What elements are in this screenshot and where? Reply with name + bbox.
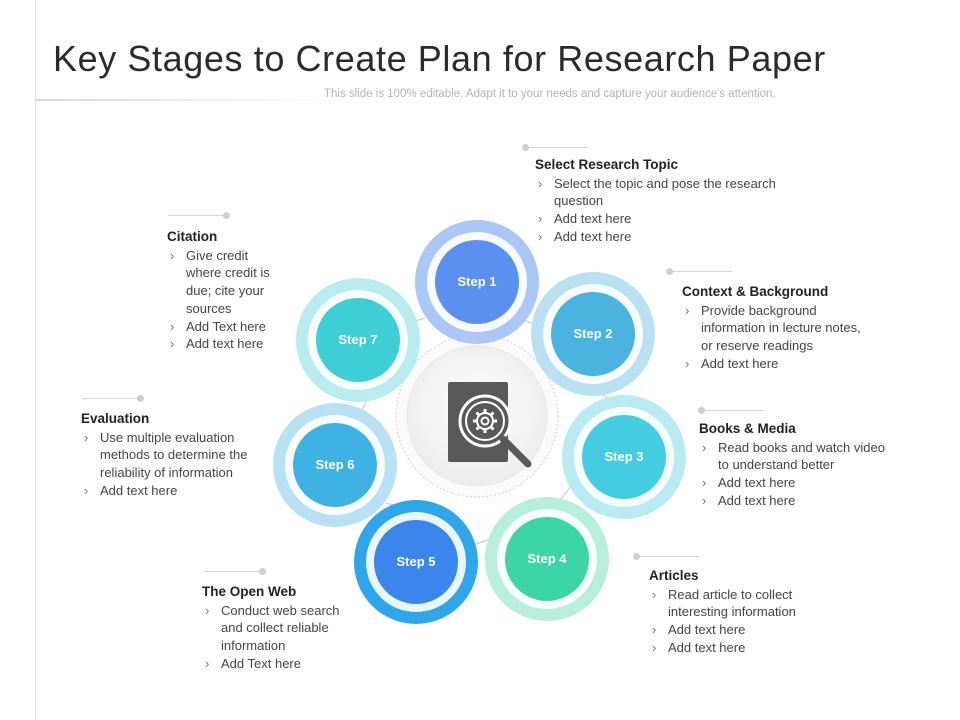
step-circle-4: [485, 497, 609, 621]
step-7-bullet: Add text here: [167, 335, 282, 353]
step-4-label: Step 4: [527, 551, 567, 566]
step-6-bullet: Use multiple evaluation methods to deter…: [81, 429, 251, 482]
connector-step-1: [522, 144, 588, 151]
step-4-bullet: Read article to collect interesting info…: [649, 586, 829, 621]
step-circle-1: [415, 220, 539, 344]
step-1-label: Step 1: [457, 274, 497, 289]
connector-step-4: [633, 553, 699, 560]
step-3-bullet: Add text here: [699, 492, 899, 510]
step-1-bullet: Add text here: [535, 228, 795, 246]
step-3-text: Books & Media Read books and watch video…: [699, 420, 899, 510]
step-5-text: The Open Web Conduct web search and coll…: [202, 583, 352, 673]
step-6-label: Step 6: [315, 457, 355, 472]
step-2-heading: Context & Background: [682, 284, 829, 299]
step-4-heading: Articles: [649, 568, 699, 583]
step-3-bullet: Add text here: [699, 474, 899, 492]
step-circle-7: [296, 278, 420, 402]
step-4-bullet: Add text here: [649, 639, 829, 657]
step-5-heading: The Open Web: [202, 584, 297, 599]
step-7-label: Step 7: [338, 332, 378, 347]
step-circle-2: [531, 272, 655, 396]
step-1-heading: Select Research Topic: [535, 157, 679, 172]
step-1-text: Select Research Topic Select the topic a…: [535, 156, 795, 246]
connector-step-6: [82, 395, 144, 402]
step-7-text: Citation Give credit where credit is due…: [167, 228, 282, 353]
connector-step-7: [168, 212, 230, 219]
step-3-heading: Books & Media: [699, 421, 796, 436]
step-6-heading: Evaluation: [81, 411, 150, 426]
step-4-bullet: Add text here: [649, 621, 829, 639]
step-circle-5: [354, 500, 478, 624]
step-2-label: Step 2: [573, 326, 613, 341]
step-circle-3: [562, 395, 686, 519]
connector-step-3: [698, 407, 764, 414]
step-5-bullet: Conduct web search and collect reliable …: [202, 602, 352, 655]
step-1-bullet: Add text here: [535, 210, 795, 228]
connector-step-5: [204, 568, 266, 575]
title-underline: [35, 99, 325, 101]
step-5-bullet: Add Text here: [202, 655, 352, 673]
page-subtitle: This slide is 100% editable. Adapt it to…: [324, 88, 776, 100]
step-2-text: Context & Background Provide background …: [682, 283, 872, 373]
connector-step-2: [666, 268, 732, 275]
step-2-bullet: Provide background information in lectur…: [682, 302, 872, 355]
step-7-bullet: Give credit where credit is due; cite yo…: [167, 247, 282, 318]
step-circle-6: [273, 403, 397, 527]
step-5-label: Step 5: [396, 554, 436, 569]
step-3-label: Step 3: [604, 449, 644, 464]
step-6-text: Evaluation Use multiple evaluation metho…: [81, 410, 251, 500]
step-7-heading: Citation: [167, 229, 218, 244]
step-4-text: Articles Read article to collect interes…: [649, 567, 829, 657]
step-3-bullet: Read books and watch video to understand…: [699, 439, 899, 474]
document-search-gear-icon: [448, 382, 532, 468]
step-1-bullet: Select the topic and pose the research q…: [535, 175, 795, 210]
page-title: Key Stages to Create Plan for Research P…: [53, 38, 826, 79]
step-7-bullet: Add Text here: [167, 318, 282, 336]
left-rule: [35, 0, 36, 720]
step-6-bullet: Add text here: [81, 482, 251, 500]
step-2-bullet: Add text here: [682, 355, 872, 373]
